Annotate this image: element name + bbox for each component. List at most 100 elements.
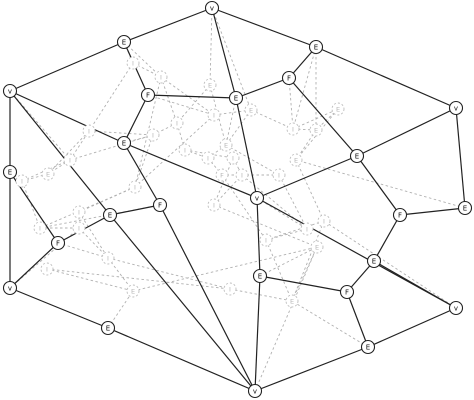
edge (367, 307, 457, 348)
hidden-graph-node: I (63, 153, 77, 167)
hidden-edge (221, 174, 267, 241)
node-circle (146, 128, 160, 142)
node-circle (63, 153, 77, 167)
node-circle (33, 221, 47, 235)
edge (107, 327, 256, 392)
hidden-graph-node: I (33, 221, 47, 235)
hidden-edge (323, 220, 457, 309)
hidden-graph-node: I (300, 222, 314, 236)
node-circle (72, 221, 86, 235)
node-label: I (292, 125, 294, 133)
edge (147, 94, 237, 99)
graph-node: v (448, 300, 464, 316)
hidden-graph-node: I (207, 108, 221, 122)
hidden-edge (78, 211, 109, 259)
node-circle (207, 198, 221, 212)
graph-node: v (247, 383, 263, 399)
hidden-edge (211, 7, 252, 111)
node-circle (178, 143, 192, 157)
node-label: I (213, 111, 215, 119)
node-label: E (106, 324, 110, 332)
node-label: I (207, 154, 209, 162)
node-circle (154, 70, 168, 84)
node-label: v (8, 87, 12, 95)
hidden-edge (107, 257, 231, 290)
hidden-edge (254, 246, 318, 392)
node-label: I (229, 285, 231, 293)
graph-node: F (50, 235, 66, 251)
node-circle (126, 284, 140, 298)
node-circle (201, 151, 215, 165)
graph-node: E (366, 253, 382, 269)
hidden-edge (176, 84, 211, 124)
node-label: I (88, 127, 90, 135)
node-circle (309, 123, 323, 137)
node-label: E (234, 94, 238, 102)
edge (123, 142, 258, 199)
node-circle (152, 197, 168, 213)
graph-node: v (249, 190, 265, 206)
node-circle (289, 153, 303, 167)
hidden-edge (225, 144, 280, 176)
edge (373, 260, 457, 309)
node-circle (285, 294, 299, 308)
hidden-edge (225, 97, 237, 146)
node-label: I (46, 265, 48, 273)
node-circle (15, 174, 29, 188)
hidden-graph-node: E (126, 284, 140, 298)
hidden-edge (291, 246, 318, 302)
node-circle (226, 151, 240, 165)
node-label: F (287, 74, 291, 82)
node-circle (223, 282, 237, 296)
node-label: E (46, 170, 50, 178)
hidden-edge (107, 257, 134, 292)
node-circle (317, 214, 331, 228)
hidden-graph-node: I (72, 221, 86, 235)
node-circle (259, 233, 273, 247)
node-label: I (134, 183, 136, 191)
node-circle (457, 200, 473, 216)
edge (109, 214, 256, 392)
hidden-graph-node: E (309, 123, 323, 137)
hidden-edge (57, 242, 109, 259)
edge (455, 107, 466, 209)
hidden-graph-node: E (41, 167, 55, 181)
node-label: E (290, 297, 294, 305)
graph-node: E (116, 135, 132, 151)
hidden-edge (288, 77, 294, 130)
node-label: I (39, 224, 41, 232)
node-circle (360, 339, 376, 355)
node-label: E (314, 43, 318, 51)
edge (235, 97, 258, 199)
graph-node: v (204, 0, 220, 16)
hidden-edge (250, 109, 294, 130)
hidden-graph-node: I (15, 174, 29, 188)
edge (256, 197, 261, 277)
graph-node: E (252, 268, 268, 284)
hidden-graph-node: I (178, 143, 192, 157)
node-circle (286, 122, 300, 136)
node-label: I (323, 217, 325, 225)
edge (288, 77, 358, 157)
node-label: I (213, 201, 215, 209)
node-circle (215, 168, 229, 182)
hidden-graph-node: I (126, 56, 140, 70)
hidden-graph-node: E (310, 240, 324, 254)
node-circle (140, 87, 156, 103)
graph-node: F (339, 284, 355, 300)
hidden-edge (295, 159, 325, 222)
hidden-edge (134, 134, 154, 188)
front-edge-layer (9, 7, 466, 392)
hidden-edge (147, 94, 215, 116)
hidden-edge (292, 108, 339, 130)
node-circle (41, 167, 55, 181)
hidden-graph-node: I (170, 116, 184, 130)
node-label: F (56, 239, 60, 247)
node-label: I (176, 119, 178, 127)
hidden-edge (213, 174, 243, 206)
node-circle (252, 268, 268, 284)
node-circle (50, 235, 66, 251)
edge (9, 287, 109, 329)
node-label: v (454, 104, 458, 112)
